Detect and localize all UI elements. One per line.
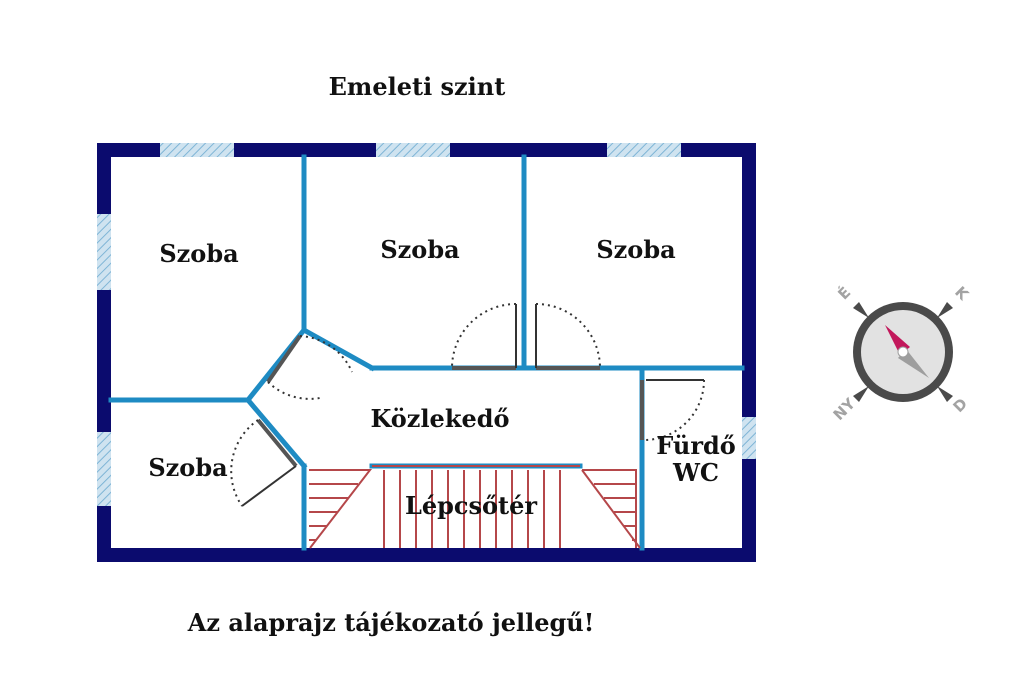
room-label-top-right: Szoba <box>596 235 675 264</box>
window-right <box>742 417 756 459</box>
window-top-right <box>607 143 681 157</box>
compass-west-label: NY <box>830 394 860 424</box>
door-bathroom <box>640 379 705 441</box>
door-bottom-left <box>230 418 298 507</box>
window-top-left <box>160 143 234 157</box>
compass-east-label: K <box>951 283 973 305</box>
doors <box>230 303 705 507</box>
compass-south-label: D <box>950 395 972 417</box>
inner-walls <box>108 154 745 551</box>
room-label-hallway: Közlekedő <box>370 404 509 433</box>
room-label-bathroom-line1: Fürdő <box>656 431 736 460</box>
room-label-top-middle: Szoba <box>380 235 459 264</box>
room-label-bottom-left: Szoba <box>148 453 227 482</box>
staircase-drawing <box>309 465 641 549</box>
compass-north-label: É <box>834 283 855 304</box>
door-top-right <box>535 303 601 370</box>
room-label-staircase: Lépcsőtér <box>405 491 537 520</box>
window-left-lower <box>97 432 111 506</box>
room-label-top-left: Szoba <box>159 239 238 268</box>
compass-icon: É K D NY <box>830 283 974 424</box>
plan-title: Emeleti szint <box>329 72 506 101</box>
door-top-left <box>266 334 353 400</box>
window-top-middle <box>376 143 450 157</box>
room-label-bathroom-line2: WC <box>672 458 719 487</box>
disclaimer-text: Az alaprajz tájékozató jellegű! <box>187 608 595 637</box>
door-top-middle <box>451 303 517 370</box>
window-left-upper <box>97 214 111 290</box>
